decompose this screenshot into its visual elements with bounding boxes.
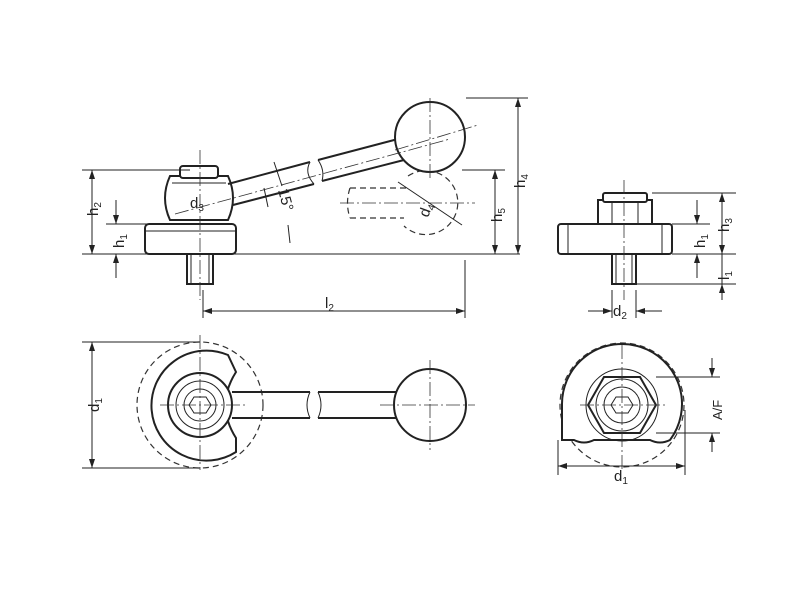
- clamp-base: [144, 223, 237, 255]
- dim-l2: l2: [203, 295, 465, 314]
- label-l1: l: [716, 277, 733, 280]
- label-d3: d: [190, 195, 198, 212]
- dim-d1-right: d1: [558, 463, 685, 487]
- dim-d2: d2: [588, 303, 662, 322]
- svg-text:d1: d1: [86, 398, 105, 412]
- dim-h1-right: h1: [692, 200, 711, 278]
- label-af: A/F: [710, 400, 725, 420]
- label-h5: h: [489, 214, 506, 222]
- ball-joint: [164, 165, 234, 221]
- svg-text:d1: d1: [614, 468, 628, 487]
- dim-h1-left: h1: [111, 200, 130, 278]
- label-l2: l: [325, 295, 328, 312]
- bottom-view: [559, 342, 685, 470]
- dim-h4: h4: [512, 98, 531, 254]
- dim-af: A/F: [709, 358, 725, 452]
- label-h1-right: h: [692, 240, 709, 248]
- top-view: [136, 335, 475, 470]
- dim-h2: h2: [85, 170, 104, 254]
- svg-text:h3: h3: [716, 218, 735, 232]
- svg-text:h4: h4: [512, 174, 531, 188]
- dim-d1-left: d1: [86, 342, 105, 468]
- label-angle: 15°: [274, 187, 296, 213]
- svg-text:h2: h2: [85, 202, 104, 216]
- angle-15-dimension: [263, 161, 291, 244]
- dim-h3: h3: [716, 193, 735, 254]
- front-view: [557, 180, 673, 300]
- label-d1-left: d: [86, 404, 103, 412]
- label-d1-right: d: [614, 468, 622, 485]
- side-view: [144, 98, 479, 300]
- handle-shaft: [227, 138, 405, 206]
- svg-text:d4: d4: [416, 200, 439, 220]
- svg-text:d3: d3: [190, 195, 204, 214]
- svg-text:l2: l2: [325, 295, 334, 314]
- svg-text:h5: h5: [489, 208, 508, 222]
- dim-l1: l1: [716, 254, 735, 300]
- svg-text:h1: h1: [692, 234, 711, 248]
- label-h4: h: [512, 180, 529, 188]
- svg-text:h1: h1: [111, 234, 130, 248]
- svg-text:d2: d2: [613, 303, 627, 322]
- label-d2: d: [613, 303, 621, 320]
- svg-text:l1: l1: [716, 271, 735, 280]
- label-h3: h: [716, 224, 733, 232]
- label-h2: h: [85, 208, 102, 216]
- dim-h5: h5: [489, 170, 508, 254]
- alternate-handle-position: [340, 169, 475, 236]
- label-h1-left: h: [111, 240, 128, 248]
